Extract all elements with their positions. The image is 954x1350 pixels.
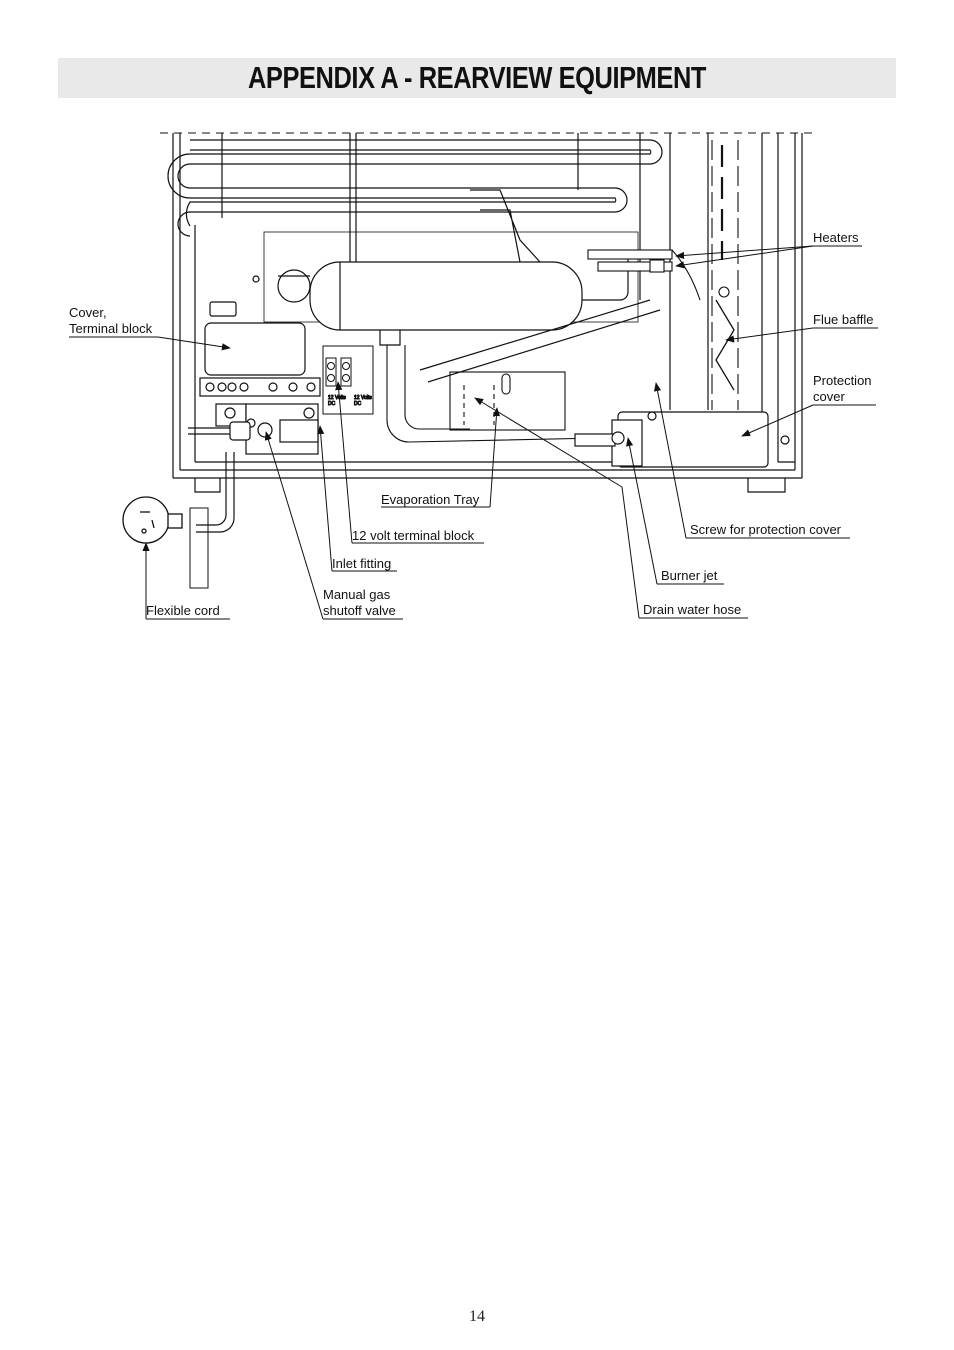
- label-cover-line1: Cover,: [69, 305, 107, 320]
- condenser-coils: [167, 133, 663, 263]
- terminal-left-volts: 12 Volts: [328, 395, 346, 401]
- label-burner-jet: Burner jet: [661, 568, 718, 583]
- page-title: APPENDIX A - REARVIEW EQUIPMENT: [247, 60, 707, 95]
- page-number: 14: [469, 1308, 485, 1325]
- burner-assembly: [574, 411, 790, 468]
- label-cover-line2: Terminal block: [69, 321, 153, 336]
- label-evaporation-tray: Evaporation Tray: [381, 492, 480, 507]
- label-protection-cover-line2: cover: [813, 389, 845, 404]
- label-manual-gas-line2: shutoff valve: [323, 603, 396, 618]
- label-flexible-cord: Flexible cord: [146, 603, 220, 618]
- terminal-block-12v: 12 Volts DC 12 Volts DC: [322, 345, 374, 415]
- label-flue-baffle: Flue baffle: [813, 312, 873, 327]
- gas-valve-assembly: [188, 403, 319, 533]
- label-manual-gas-line1: Manual gas: [323, 587, 391, 602]
- evaporation-tray: [386, 345, 601, 443]
- title-bar: APPENDIX A - REARVIEW EQUIPMENT: [58, 58, 896, 98]
- terminal-right-dc: DC: [354, 401, 362, 407]
- label-inlet-fitting: Inlet fitting: [332, 556, 391, 571]
- terminal-right-volts: 12 Volts: [354, 395, 372, 401]
- terminal-left-dc: DC: [328, 401, 336, 407]
- cabinet-feet: [194, 478, 786, 493]
- heater-elements: [587, 249, 701, 301]
- absorber-tank: [263, 231, 661, 383]
- label-heaters: Heaters: [813, 230, 859, 245]
- flue-tube: [711, 140, 739, 410]
- label-protection-cover-line1: Protection: [813, 373, 872, 388]
- label-drain-water-hose: Drain water hose: [643, 602, 741, 617]
- terminal-block-cover: [199, 275, 321, 397]
- label-12v-terminal-block: 12 volt terminal block: [352, 528, 475, 543]
- power-plug: [122, 496, 209, 589]
- label-screw-protection-cover: Screw for protection cover: [690, 522, 842, 537]
